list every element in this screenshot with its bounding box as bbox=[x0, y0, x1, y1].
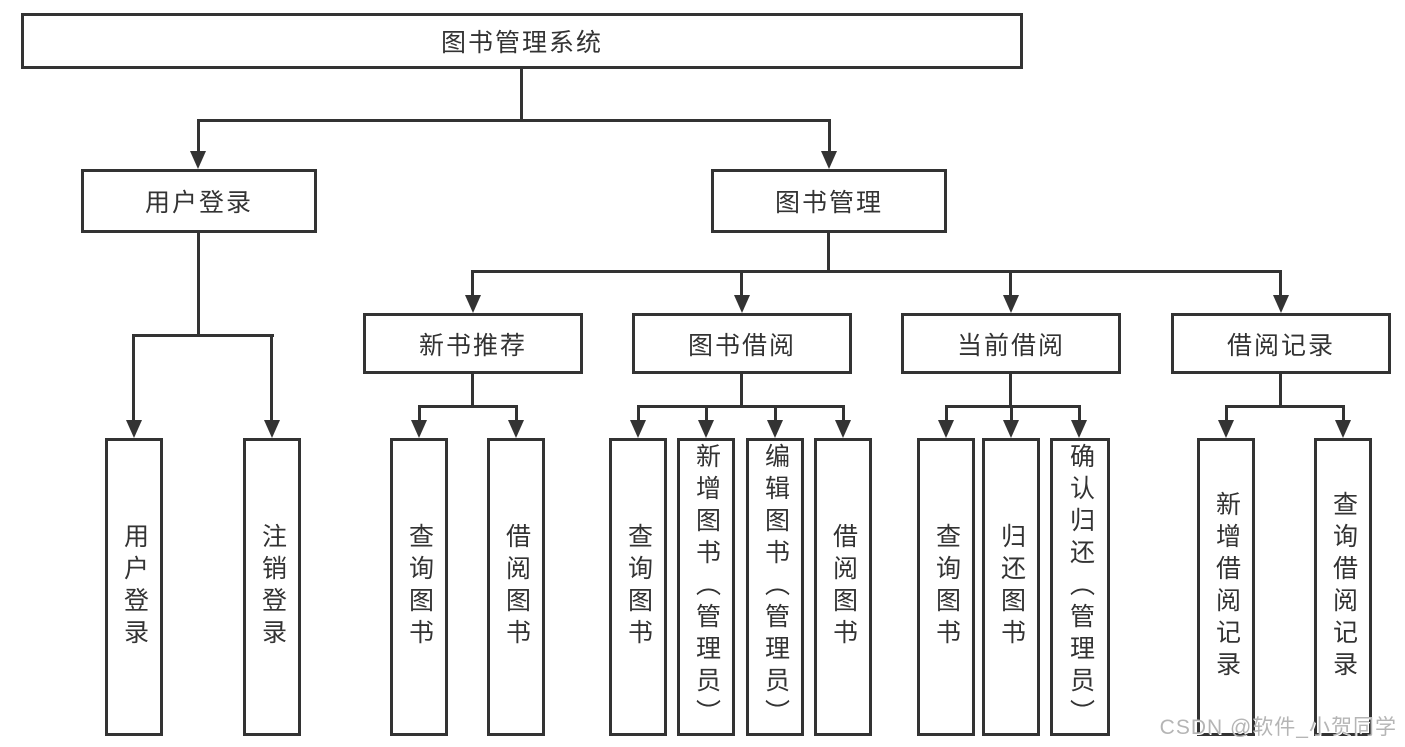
connector-line bbox=[197, 233, 200, 337]
leaf-label: 查询图书 bbox=[405, 523, 434, 651]
connector-line bbox=[1010, 405, 1013, 423]
leaf-label: 查询借阅记录 bbox=[1329, 491, 1358, 683]
leaf-borrow-books-borrowing: 借阅图书 bbox=[814, 438, 872, 736]
connector-line bbox=[1009, 270, 1012, 298]
connector-line bbox=[842, 405, 845, 423]
arrow-down-icon bbox=[938, 420, 954, 438]
connector-line bbox=[471, 270, 474, 298]
leaf-label: 新增图书（管理员） bbox=[692, 443, 721, 731]
connector-line bbox=[827, 233, 830, 273]
leaf-label: 编辑图书（管理员） bbox=[761, 443, 790, 731]
arrow-down-icon bbox=[190, 151, 206, 169]
node-user-login: 用户登录 bbox=[81, 169, 317, 233]
connector-line bbox=[1342, 405, 1345, 423]
node-label: 当前借阅 bbox=[956, 331, 1065, 360]
leaf-return-book: 归还图书 bbox=[982, 438, 1040, 736]
leaf-query-books-recommend: 查询图书 bbox=[390, 438, 448, 736]
connector-line bbox=[637, 405, 640, 423]
leaf-label: 借阅图书 bbox=[829, 523, 858, 651]
leaf-query-books-borrowing: 查询图书 bbox=[609, 438, 667, 736]
arrow-down-icon bbox=[835, 420, 851, 438]
arrow-down-icon bbox=[508, 420, 524, 438]
arrow-down-icon bbox=[264, 420, 280, 438]
connector-line bbox=[945, 405, 1081, 408]
connector-line bbox=[1078, 405, 1081, 423]
connector-line bbox=[1225, 405, 1345, 408]
node-root-label: 图书管理系统 bbox=[440, 29, 603, 57]
node-borrowing-records: 借阅记录 bbox=[1171, 313, 1391, 374]
connector-line bbox=[133, 334, 274, 337]
arrow-down-icon bbox=[767, 420, 783, 438]
node-label: 用户登录 bbox=[144, 189, 253, 217]
connector-line bbox=[945, 405, 948, 423]
node-label: 图书借阅 bbox=[687, 331, 796, 360]
leaf-add-borrow-record: 新增借阅记录 bbox=[1197, 438, 1255, 736]
connector-line bbox=[1225, 405, 1228, 423]
leaf-confirm-return-admin: 确认归还（管理员） bbox=[1050, 438, 1110, 736]
arrow-down-icon bbox=[411, 420, 427, 438]
arrow-down-icon bbox=[1335, 420, 1351, 438]
leaf-label: 注销登录 bbox=[258, 523, 287, 651]
node-label: 借阅记录 bbox=[1226, 331, 1335, 360]
leaf-borrow-books-recommend: 借阅图书 bbox=[487, 438, 545, 736]
node-label: 图书管理 bbox=[774, 189, 883, 217]
node-label: 新书推荐 bbox=[418, 331, 527, 360]
connector-line bbox=[197, 119, 200, 154]
node-current-borrowing: 当前借阅 bbox=[901, 313, 1121, 374]
arrow-down-icon bbox=[126, 420, 142, 438]
connector-line bbox=[418, 405, 518, 408]
connector-line bbox=[828, 119, 831, 154]
leaf-edit-book-admin: 编辑图书（管理员） bbox=[746, 438, 804, 736]
connector-line bbox=[197, 119, 831, 122]
node-book-borrowing: 图书借阅 bbox=[632, 313, 852, 374]
node-new-book-recommend: 新书推荐 bbox=[363, 313, 583, 374]
arrow-down-icon bbox=[1218, 420, 1234, 438]
arrow-down-icon bbox=[734, 295, 750, 313]
leaf-logout: 注销登录 bbox=[243, 438, 301, 736]
connector-line bbox=[774, 405, 777, 423]
arrow-down-icon bbox=[630, 420, 646, 438]
arrow-down-icon bbox=[821, 151, 837, 169]
leaf-add-book-admin: 新增图书（管理员） bbox=[677, 438, 735, 736]
connector-line bbox=[1009, 374, 1012, 408]
arrow-down-icon bbox=[1003, 295, 1019, 313]
csdn-watermark: CSDN @软件_小贺同学 bbox=[1159, 716, 1397, 739]
connector-line bbox=[637, 405, 845, 408]
leaf-query-books-current: 查询图书 bbox=[917, 438, 975, 736]
leaf-query-borrow-record: 查询借阅记录 bbox=[1314, 438, 1372, 736]
arrow-down-icon bbox=[698, 420, 714, 438]
arrow-down-icon bbox=[465, 295, 481, 313]
connector-line bbox=[418, 405, 421, 423]
leaf-label: 归还图书 bbox=[997, 523, 1026, 651]
leaf-label: 确认归还（管理员） bbox=[1066, 443, 1095, 731]
arrow-down-icon bbox=[1273, 295, 1289, 313]
connector-line bbox=[471, 374, 474, 408]
connector-line bbox=[132, 334, 135, 422]
node-book-management: 图书管理 bbox=[711, 169, 947, 233]
arrow-down-icon bbox=[1003, 420, 1019, 438]
connector-line bbox=[705, 405, 708, 423]
connector-line bbox=[740, 270, 743, 298]
leaf-user-login: 用户登录 bbox=[105, 438, 163, 736]
leaf-label: 查询图书 bbox=[624, 523, 653, 651]
leaf-label: 查询图书 bbox=[932, 523, 961, 651]
connector-line bbox=[520, 69, 523, 121]
connector-line bbox=[1279, 270, 1282, 298]
connector-line bbox=[270, 334, 273, 422]
leaf-label: 新增借阅记录 bbox=[1212, 491, 1241, 683]
connector-line bbox=[515, 405, 518, 423]
connector-line bbox=[472, 270, 1282, 273]
node-root: 图书管理系统 bbox=[21, 13, 1023, 69]
connector-line bbox=[1279, 374, 1282, 408]
leaf-label: 用户登录 bbox=[120, 523, 149, 651]
leaf-label: 借阅图书 bbox=[502, 523, 531, 651]
connector-line bbox=[740, 374, 743, 408]
arrow-down-icon bbox=[1071, 420, 1087, 438]
